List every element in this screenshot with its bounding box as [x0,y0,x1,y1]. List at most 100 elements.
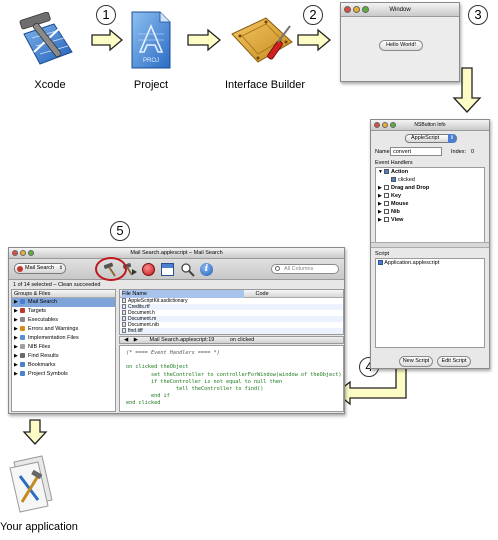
group-row[interactable]: ▶ Find Results [12,352,115,361]
name-label: Name: [375,149,392,155]
file-row[interactable]: Document.h [120,310,343,316]
editor-nav-bar: ◀ ▶ Mail Search.applescript:19 on clicke… [119,336,344,344]
disclosure-closed-icon[interactable]: ▶ [378,217,382,223]
disclosure-closed-icon[interactable]: ▶ [14,353,18,359]
group-label: Errors and Warnings [28,326,79,332]
handler-checkbox[interactable] [384,209,389,215]
handler-checkbox[interactable] [384,185,389,191]
disclosure-closed-icon[interactable]: ▶ [14,326,18,332]
group-row[interactable]: ▶ Mail Search [12,298,115,307]
zoom-button[interactable] [390,122,396,128]
name-field[interactable]: convert [390,147,442,156]
handler-label: Key [391,193,402,199]
group-icon [20,299,25,305]
event-handler-row[interactable]: ▶Nib [376,208,484,216]
disclosure-closed-icon[interactable]: ▶ [14,308,18,314]
step-5-marker: 5 [110,221,130,241]
disclosure-closed-icon[interactable]: ▶ [14,299,18,305]
close-button[interactable] [344,6,351,13]
file-icon [122,322,126,328]
project-label: Project [133,79,169,91]
event-handler-row[interactable]: ▶Drag and Drop [376,184,484,192]
group-row[interactable]: ▶Executables [12,316,115,325]
editor-function-popup[interactable]: on clicked [229,337,255,343]
groups-header-label: Groups & Files [14,291,51,297]
code-area: (* ==== Event Handlers ==== *)on clicked… [126,350,343,408]
handler-checkbox[interactable] [384,201,389,207]
splitter-handle[interactable] [371,242,489,248]
code-column-header[interactable]: Code [255,291,269,297]
search-field[interactable]: All Columns [271,264,339,274]
event-handler-row[interactable]: ▶ Key [376,192,484,200]
hello-window-title: Window [389,7,411,13]
handler-checkbox[interactable] [384,193,389,199]
search-magnifier-icon[interactable] [180,262,195,277]
inspector-pane-popup[interactable]: AppleScript ⇕ [405,134,457,143]
file-name: Credits.rtf [128,304,150,310]
handler-checkbox[interactable] [384,217,389,223]
info-icon[interactable]: i [200,263,213,276]
handler-checkbox[interactable] [391,177,396,183]
xcode-window-titlebar: Mail Search.applescript – Mail Search [9,248,344,259]
script-row[interactable]: Application.applescript [376,259,484,267]
group-row[interactable]: ▶ Implementation Files [12,334,115,343]
stop-icon[interactable] [142,263,155,276]
script-checkbox[interactable] [378,260,383,266]
arrow-project-to-ib [187,28,222,52]
nsbutton-info-window: NSButton Info AppleScript ⇕ Name: conver… [370,119,490,369]
group-label: Mail Search [28,299,58,305]
event-handler-row[interactable]: ▶Mouse [376,200,484,208]
close-button[interactable] [12,250,18,256]
disclosure-closed-icon[interactable]: ▶ [14,344,18,350]
disclosure-closed-icon[interactable]: ▶ [378,193,382,199]
target-popup[interactable]: Mail Search ⇕ [14,263,66,274]
group-icon [20,371,25,377]
file-name-column-header[interactable]: File Name [122,290,244,298]
disclosure-closed-icon[interactable]: ▶ [378,209,382,215]
zoom-button[interactable] [362,6,369,13]
hello-world-button[interactable]: Hello World! [379,40,423,51]
file-row[interactable]: Document.m [120,316,343,322]
close-button[interactable] [374,122,380,128]
groups-header: Groups & Files [12,290,115,298]
new-script-button[interactable]: New Script [399,356,433,367]
event-handler-row[interactable]: ▶clicked [376,176,484,184]
file-row[interactable]: Credits.rtf [120,304,343,310]
hello-window-titlebar: Window [341,3,459,17]
handler-checkbox[interactable] [384,169,389,175]
file-row[interactable]: Document.nib [120,322,343,328]
disclosure-closed-icon[interactable]: ▶ [14,371,18,377]
minimize-button[interactable] [382,122,388,128]
inspector-title: NSButton Info [414,122,446,128]
editor-file-popup[interactable]: Mail Search.applescript:19 [149,337,215,343]
event-handler-row[interactable]: ▶View [376,216,484,224]
group-row[interactable]: ▶Targets [12,307,115,316]
disclosure-closed-icon[interactable]: ▶ [14,335,18,341]
file-row[interactable]: AppleScriptKit.asdictionary [120,298,343,304]
script-list: Application.applescript [375,258,485,348]
code-editor[interactable]: (* ==== Event Handlers ==== *)on clicked… [119,345,344,412]
minimize-button[interactable] [353,6,360,13]
disclosure-open-icon[interactable]: ▼ [378,169,383,175]
disclosure-closed-icon[interactable]: ▶ [378,185,382,191]
group-row[interactable]: ▶ Errors and Warnings [12,325,115,334]
zoom-button[interactable] [28,250,34,256]
file-row[interactable]: find.tiff [120,328,343,334]
group-row[interactable]: ▶ Project Symbols [12,370,115,379]
event-handler-row[interactable]: ▼Action [376,168,484,176]
group-label: Project Symbols [28,371,68,377]
disclosure-closed-icon[interactable]: ▶ [378,201,382,207]
minimize-button[interactable] [20,250,26,256]
nav-forward-icon[interactable]: ▶ [133,337,138,343]
group-label: Implementation Files [28,335,79,341]
disclosure-closed-icon[interactable]: ▶ [14,317,18,323]
editor-toggle-icon[interactable] [161,263,174,276]
group-row[interactable]: ▶Bookmarks [12,361,115,370]
disclosure-closed-icon[interactable]: ▶ [14,362,18,368]
build-button-highlight-circle [95,257,127,281]
edit-script-button[interactable]: Edit Script [437,356,471,367]
group-label: Find Results [28,353,59,359]
group-row[interactable]: ▶NIB Files [12,343,115,352]
nav-back-icon[interactable]: ◀ [124,337,129,343]
